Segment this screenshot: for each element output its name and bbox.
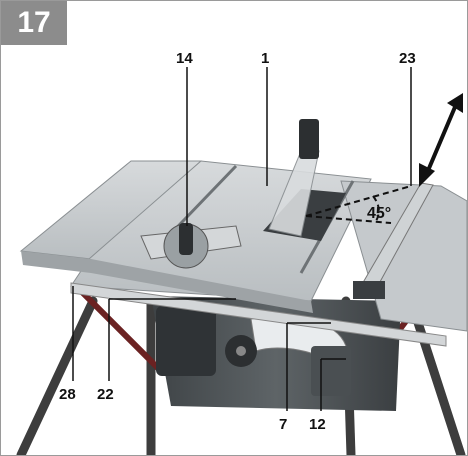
callout-14: 14 [176, 50, 193, 67]
double-arrow-icon [419, 93, 463, 187]
callout-23: 23 [399, 50, 416, 67]
figure-number-badge: 17 [1, 1, 67, 45]
miter-gauge [140, 223, 242, 269]
callout-22: 22 [97, 386, 114, 403]
rip-fence [353, 182, 434, 299]
angle-label: 45° [367, 205, 391, 222]
callout-1: 1 [261, 50, 269, 67]
callout-leader-lines [72, 67, 412, 411]
callout-7: 7 [279, 416, 287, 433]
angle-indicator-lines [305, 185, 412, 224]
callout-28: 28 [59, 386, 76, 403]
blade-guard [268, 119, 320, 237]
callout-12: 12 [309, 416, 326, 433]
